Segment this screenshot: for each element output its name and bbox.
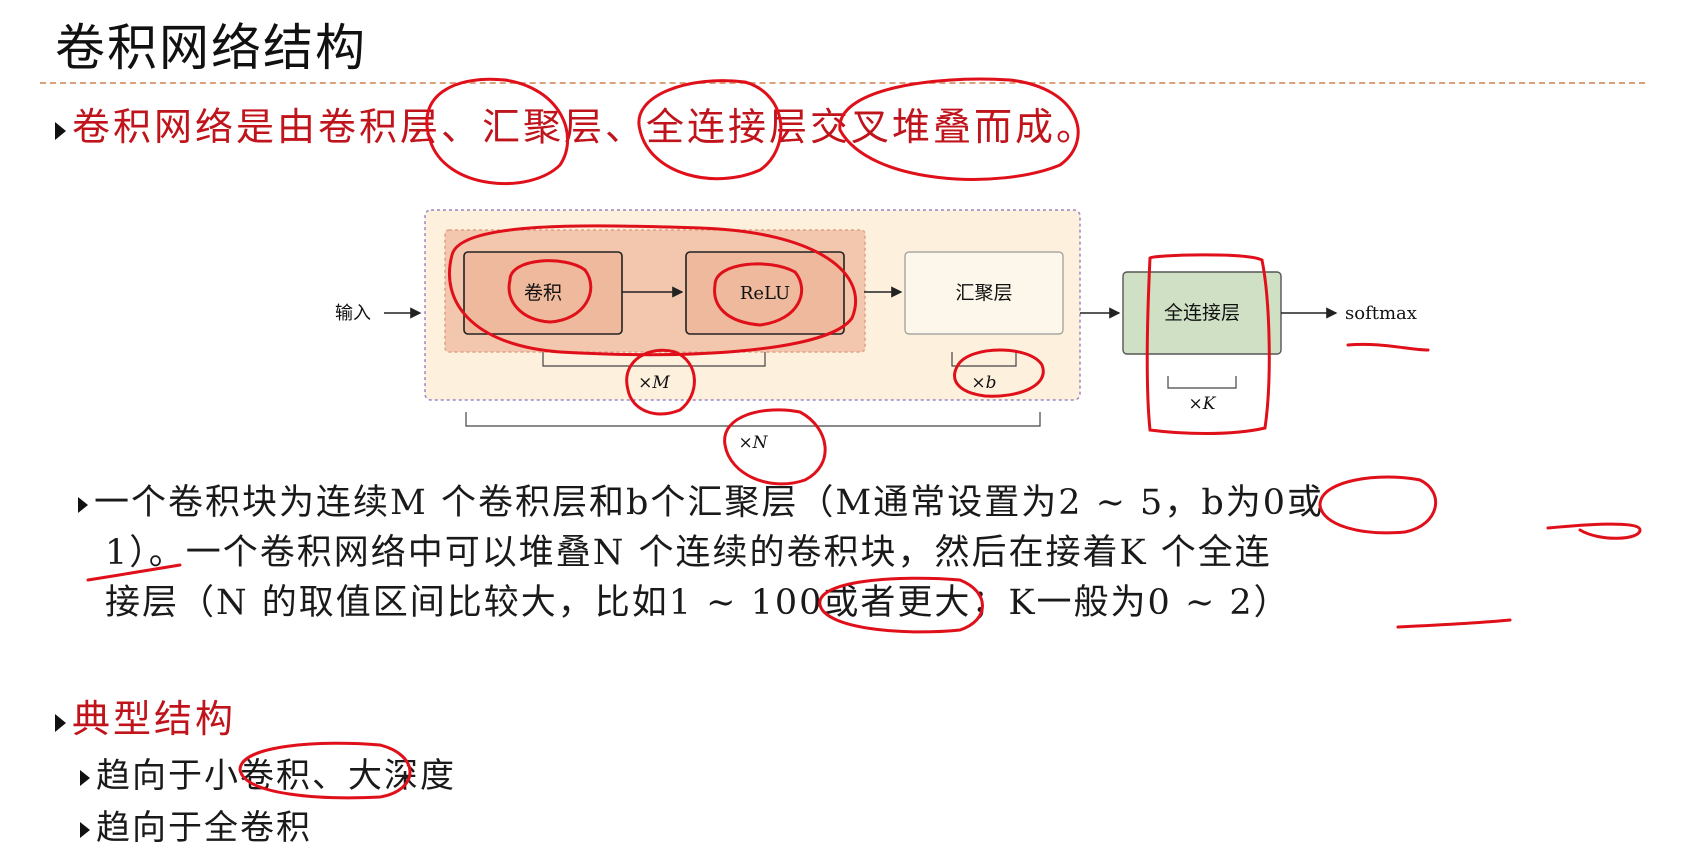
bullet-arrow-icon <box>55 121 66 140</box>
section-heading: 典型结构 <box>55 688 236 743</box>
paragraph-line-1-text: 一个卷积块为连续M 个卷积层和b个汇聚层（M通常设置为2 ∼ 5，b为0或 <box>94 483 1324 523</box>
paragraph-line-3: 接层（N 的取值区间比较大，比如1 ∼ 100或者更大；K一般为0 ∼ 2） <box>105 583 1291 623</box>
bullet-arrow-icon <box>55 713 66 732</box>
slide-title: 卷积网络结构 <box>55 19 367 77</box>
repeat-b-label: ×b <box>971 373 996 393</box>
bracket-k <box>1167 376 1237 389</box>
conv-label: 卷积 <box>524 282 562 304</box>
sub-bullet-2-text: 趋向于全卷积 <box>96 808 312 848</box>
repeat-k-label: ×K <box>1189 394 1217 414</box>
pool-box <box>904 251 1064 335</box>
bullet-arrow-icon <box>80 822 90 838</box>
bracket-n <box>465 412 1041 427</box>
pool-label: 汇聚层 <box>955 282 1012 304</box>
sub-bullet-2: 趋向于全卷积 <box>80 800 312 849</box>
output-label: softmax <box>1345 303 1417 324</box>
description-paragraph: 一个卷积块为连续M 个卷积层和b个汇聚层（M通常设置为2 ∼ 5，b为0或 1）… <box>78 478 1658 628</box>
bullet-arrow-icon <box>80 770 90 786</box>
paragraph-line-1: 一个卷积块为连续M 个卷积层和b个汇聚层（M通常设置为2 ∼ 5，b为0或 <box>78 478 1658 528</box>
bullet-arrow-icon <box>78 496 88 513</box>
sub-bullet-1: 趋向于小卷积、大深度 <box>80 748 456 797</box>
relu-label: ReLU <box>740 283 790 304</box>
repeat-m-label: ×M <box>638 373 670 393</box>
paragraph-line-2: 1）。一个卷积网络中可以堆叠N 个连续的卷积块，然后在接着K 个全连 <box>105 533 1272 573</box>
section-heading-text: 典型结构 <box>72 697 237 741</box>
fc-label: 全连接层 <box>1164 302 1240 324</box>
sub-bullet-1-text: 趋向于小卷积、大深度 <box>96 756 456 796</box>
repeat-n-label: ×N <box>738 433 768 453</box>
input-label: 输入 <box>335 303 371 324</box>
